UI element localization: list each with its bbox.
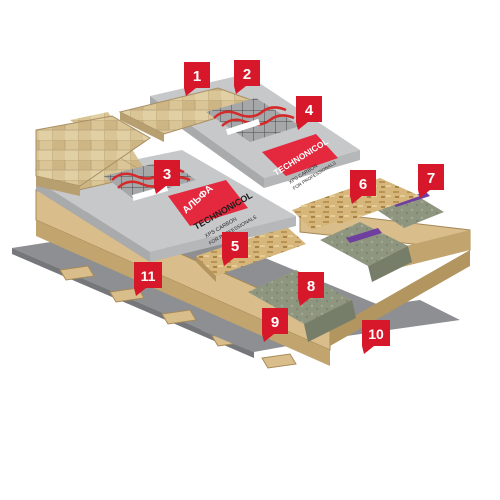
callout-3: 3 bbox=[154, 160, 180, 194]
svg-text:6: 6 bbox=[359, 176, 367, 193]
callout-2: 2 bbox=[234, 60, 260, 94]
osb-board-right bbox=[300, 178, 420, 224]
callout-9: 9 bbox=[262, 308, 288, 342]
callout-8: 8 bbox=[298, 272, 324, 306]
svg-text:4: 4 bbox=[305, 102, 314, 119]
callout-10: 10 bbox=[362, 320, 390, 354]
svg-text:9: 9 bbox=[271, 314, 279, 331]
reflective-film-right bbox=[262, 134, 338, 176]
callout-4: 4 bbox=[296, 96, 322, 130]
callout-7: 7 bbox=[418, 164, 444, 198]
tile-slab-left bbox=[34, 112, 151, 196]
callout-11: 11 bbox=[134, 262, 162, 296]
callout-1: 1 bbox=[184, 62, 210, 96]
svg-text:7: 7 bbox=[427, 170, 435, 187]
svg-text:2: 2 bbox=[243, 66, 251, 83]
svg-text:11: 11 bbox=[141, 268, 156, 284]
svg-text:8: 8 bbox=[307, 278, 315, 295]
svg-text:3: 3 bbox=[163, 166, 171, 183]
heating-mat-right bbox=[206, 98, 300, 142]
svg-text:5: 5 bbox=[231, 238, 239, 255]
svg-text:1: 1 bbox=[193, 68, 201, 85]
callout-5: 5 bbox=[222, 232, 248, 266]
svg-text:10: 10 bbox=[368, 326, 384, 342]
callout-6: 6 bbox=[350, 170, 376, 204]
